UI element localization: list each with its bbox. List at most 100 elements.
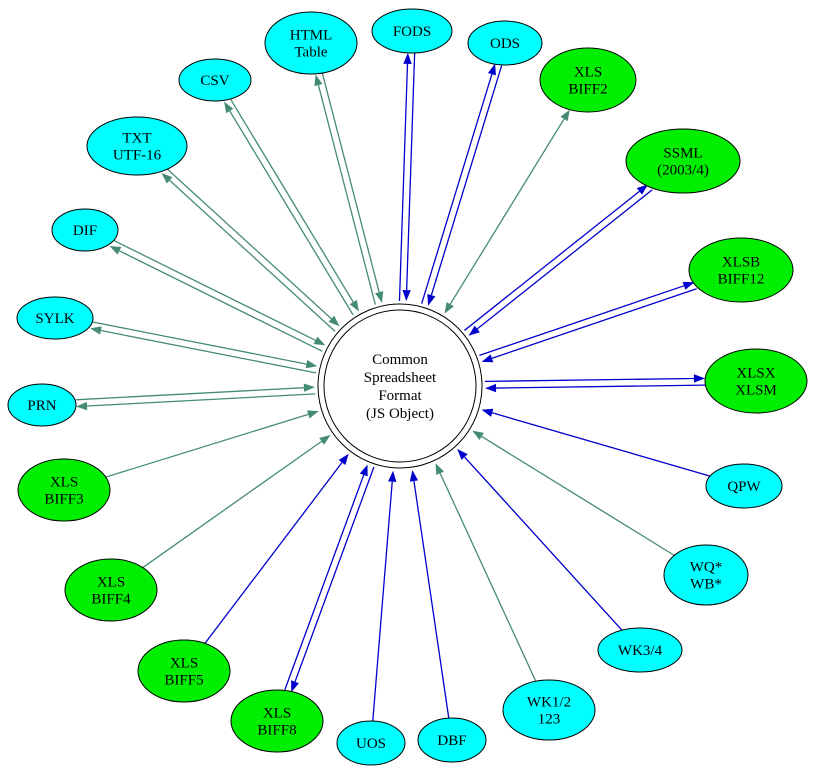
edge-xlsx-out (484, 374, 705, 383)
edge-html-table-out (314, 74, 376, 305)
center-node-label: (JS Object) (366, 406, 434, 422)
node-label: XLSX (736, 366, 775, 382)
edge-wq-wb-in (472, 430, 675, 556)
arrowhead-icon (693, 374, 705, 383)
node-ellipse (597, 627, 683, 673)
edge-line (229, 110, 354, 316)
arrowhead-icon (409, 470, 419, 482)
edge-wk12-in (435, 463, 537, 682)
node-label: SSML (663, 146, 702, 162)
node-ellipse (178, 58, 252, 102)
node-label: SYLK (35, 311, 74, 327)
node-label: UOS (356, 736, 386, 752)
arrowhead-icon (560, 109, 570, 122)
edge-line (169, 179, 336, 332)
edge-csv-out (224, 101, 354, 316)
arrowhead-icon (90, 326, 102, 335)
arrowhead-icon (338, 453, 349, 466)
arrowhead-icon (468, 325, 480, 336)
edge-line (119, 250, 323, 352)
node-label: UTF-16 (113, 148, 162, 164)
edge-line (204, 462, 343, 644)
edge-line (479, 285, 685, 357)
edge-line (496, 384, 706, 389)
edge-dif-in (112, 239, 326, 346)
node-ellipse (86, 116, 188, 176)
edge-line (413, 480, 450, 719)
edge-dbf-in (409, 470, 450, 719)
arrowhead-icon (319, 435, 331, 445)
edge-txt-utf16-out (161, 172, 336, 332)
node-wk34: WK3/4 (597, 627, 683, 673)
node-ellipse (688, 237, 794, 303)
arrowhead-icon (487, 63, 496, 76)
edge-line (100, 329, 317, 374)
node-ellipse (17, 458, 111, 522)
center-inner-circle (323, 309, 477, 463)
node-label: ODS (490, 36, 520, 52)
arrowhead-icon (291, 680, 299, 693)
node-label: XLS (170, 656, 198, 672)
edge-line (484, 377, 694, 383)
arrowhead-icon (161, 172, 173, 184)
node-ellipse (539, 47, 637, 113)
edge-line (492, 412, 711, 477)
arrowhead-icon (636, 184, 649, 195)
edge-sylk-out (90, 326, 317, 374)
arrowhead-icon (303, 383, 315, 392)
node-ellipse (16, 296, 94, 340)
node-label: BIFF3 (44, 492, 83, 508)
edge-txt-utf16-in (165, 167, 340, 327)
edge-prn-in (75, 383, 315, 401)
arrowhead-icon (457, 448, 468, 460)
arrowhead-icon (224, 101, 234, 114)
edge-xls-biff8-out (291, 466, 375, 693)
node-label: BIFF12 (718, 272, 765, 288)
edge-line (476, 189, 653, 330)
arrowhead-icon (403, 52, 412, 65)
node-label: WB* (690, 577, 722, 593)
node-ellipse (7, 383, 77, 427)
edge-line (75, 387, 304, 401)
node-label: DIF (73, 223, 97, 239)
edge-line (405, 53, 416, 291)
node-label: FODS (393, 24, 431, 40)
arrowhead-icon (402, 290, 411, 302)
edge-line (112, 239, 316, 341)
arrowhead-icon (481, 408, 494, 417)
arrowhead-icon (375, 291, 384, 303)
node-label: BIFF4 (91, 592, 131, 608)
arrowhead-icon (481, 354, 494, 363)
nodes-layer: FODSODSXLSBIFF2SSML(2003/4)XLSBBIFF12XLS… (7, 8, 808, 766)
edge-xls-biff3-in (105, 410, 319, 478)
node-ellipse (625, 128, 741, 194)
node-label: XLS (50, 475, 78, 491)
edge-line (491, 288, 697, 359)
edge-qpw-in (481, 408, 711, 477)
node-ellipse (371, 8, 453, 54)
edge-line (165, 167, 332, 320)
node-ellipse (663, 544, 749, 606)
arrowhead-icon (472, 430, 484, 441)
arrowhead-icon (109, 245, 122, 255)
edge-uos-in (372, 470, 397, 722)
node-label: BIFF2 (568, 82, 607, 98)
edge-line (430, 65, 503, 296)
node-ellipse (64, 558, 158, 622)
node-wq-wb: WQ*WB* (663, 544, 749, 606)
edge-csv-in (229, 97, 359, 312)
center-outer-circle (317, 303, 483, 469)
edge-html-table-in (321, 72, 384, 303)
node-label: WK3/4 (618, 643, 663, 659)
edge-ssml-in (468, 189, 653, 336)
node-ellipse (502, 679, 596, 741)
edge-line (105, 413, 309, 478)
arrowhead-icon (307, 410, 319, 419)
node-prn: PRN (7, 383, 77, 427)
